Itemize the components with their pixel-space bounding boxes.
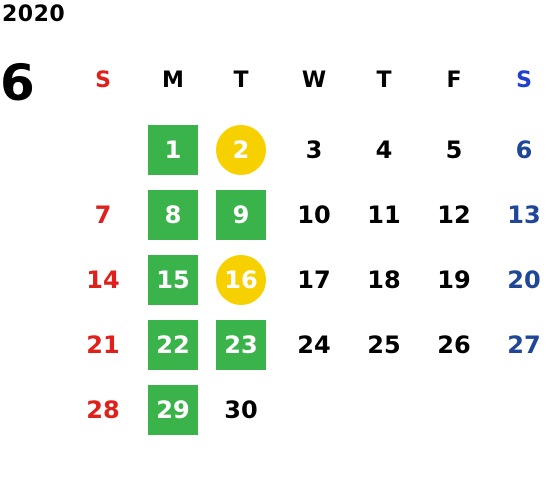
weekday-label-sat: S bbox=[516, 68, 532, 93]
day-number: 12 bbox=[437, 201, 471, 229]
day-cell[interactable]: 29 bbox=[143, 385, 203, 435]
day-cell[interactable]: 2 bbox=[211, 125, 271, 175]
day-cell[interactable]: 16 bbox=[211, 255, 271, 305]
day-cell[interactable]: 28 bbox=[73, 385, 133, 435]
green-highlight bbox=[148, 255, 198, 305]
calendar-year: 2020 bbox=[2, 2, 66, 27]
weekday-label-fri: F bbox=[446, 68, 462, 93]
yellow-highlight bbox=[216, 255, 266, 305]
day-number: 22 bbox=[156, 331, 190, 359]
day-number: 4 bbox=[375, 136, 393, 164]
day-cell[interactable]: 27 bbox=[494, 320, 548, 370]
day-cell[interactable]: 6 bbox=[494, 125, 548, 175]
day-cell[interactable]: 9 bbox=[211, 190, 271, 240]
day-cell[interactable]: 17 bbox=[284, 255, 344, 305]
day-number: 21 bbox=[86, 331, 120, 359]
day-number: 25 bbox=[367, 331, 401, 359]
day-number: 11 bbox=[367, 201, 401, 229]
day-cell[interactable]: 22 bbox=[143, 320, 203, 370]
day-cell[interactable]: 13 bbox=[494, 190, 548, 240]
day-number: 24 bbox=[297, 331, 331, 359]
weekday-label-tue: T bbox=[233, 68, 249, 93]
yellow-highlight bbox=[216, 125, 266, 175]
day-number: 17 bbox=[297, 266, 331, 294]
day-cell[interactable]: 20 bbox=[494, 255, 548, 305]
day-cell[interactable]: 23 bbox=[211, 320, 271, 370]
day-cell[interactable]: 26 bbox=[424, 320, 484, 370]
day-number: 20 bbox=[507, 266, 541, 294]
day-number: 15 bbox=[156, 266, 190, 294]
weekday-label-sun: S bbox=[95, 68, 111, 93]
day-cell[interactable]: 5 bbox=[424, 125, 484, 175]
green-highlight bbox=[148, 385, 198, 435]
day-cell[interactable]: 19 bbox=[424, 255, 484, 305]
day-number: 9 bbox=[232, 201, 250, 229]
day-number: 18 bbox=[367, 266, 401, 294]
day-cell[interactable]: 30 bbox=[211, 385, 271, 435]
green-highlight bbox=[216, 320, 266, 370]
day-number: 19 bbox=[437, 266, 471, 294]
calendar-month: 6 bbox=[0, 54, 35, 112]
day-number: 7 bbox=[94, 201, 112, 229]
day-cell[interactable]: 10 bbox=[284, 190, 344, 240]
day-cell[interactable]: 15 bbox=[143, 255, 203, 305]
green-highlight bbox=[148, 190, 198, 240]
weekday-label-thu: T bbox=[376, 68, 392, 93]
green-highlight bbox=[148, 125, 198, 175]
day-cell[interactable]: 3 bbox=[284, 125, 344, 175]
day-number: 23 bbox=[224, 331, 258, 359]
day-cell[interactable]: 1 bbox=[143, 125, 203, 175]
day-cell[interactable]: 24 bbox=[284, 320, 344, 370]
day-cell[interactable]: 25 bbox=[354, 320, 414, 370]
day-number: 29 bbox=[156, 396, 190, 424]
day-cell[interactable]: 12 bbox=[424, 190, 484, 240]
day-number: 30 bbox=[224, 396, 258, 424]
green-highlight bbox=[216, 190, 266, 240]
day-number: 5 bbox=[445, 136, 463, 164]
day-number: 6 bbox=[515, 136, 533, 164]
weekday-label-wed: W bbox=[301, 68, 327, 93]
day-cell[interactable]: 14 bbox=[73, 255, 133, 305]
day-cell[interactable]: 4 bbox=[354, 125, 414, 175]
day-number: 10 bbox=[297, 201, 331, 229]
day-number: 26 bbox=[437, 331, 471, 359]
day-cell[interactable]: 8 bbox=[143, 190, 203, 240]
day-number: 8 bbox=[164, 201, 182, 229]
day-number: 2 bbox=[232, 136, 250, 164]
green-highlight bbox=[148, 320, 198, 370]
day-number: 3 bbox=[305, 136, 323, 164]
day-cell[interactable]: 21 bbox=[73, 320, 133, 370]
day-number: 28 bbox=[86, 396, 120, 424]
day-cell[interactable]: 11 bbox=[354, 190, 414, 240]
day-cell[interactable]: 7 bbox=[73, 190, 133, 240]
day-number: 14 bbox=[86, 266, 120, 294]
day-number: 16 bbox=[224, 266, 258, 294]
day-number: 27 bbox=[507, 331, 541, 359]
day-cell[interactable]: 18 bbox=[354, 255, 414, 305]
day-number: 13 bbox=[507, 201, 541, 229]
weekday-label-mon: M bbox=[162, 68, 184, 93]
day-number: 1 bbox=[164, 136, 182, 164]
